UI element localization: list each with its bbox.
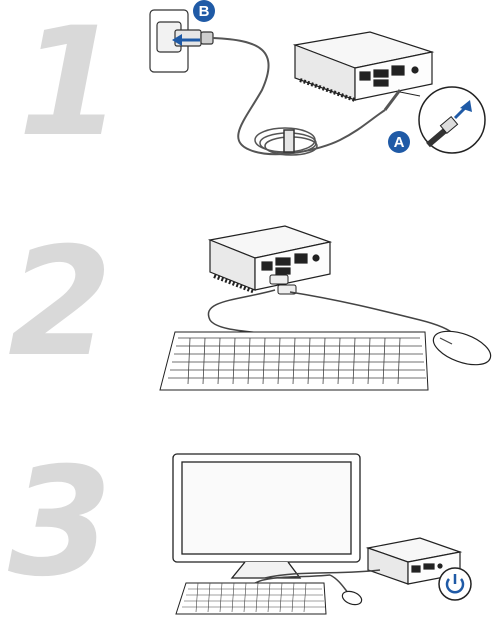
power-icon bbox=[439, 568, 471, 600]
monitor bbox=[173, 454, 360, 578]
mouse bbox=[341, 589, 364, 607]
keyboard bbox=[176, 583, 326, 614]
